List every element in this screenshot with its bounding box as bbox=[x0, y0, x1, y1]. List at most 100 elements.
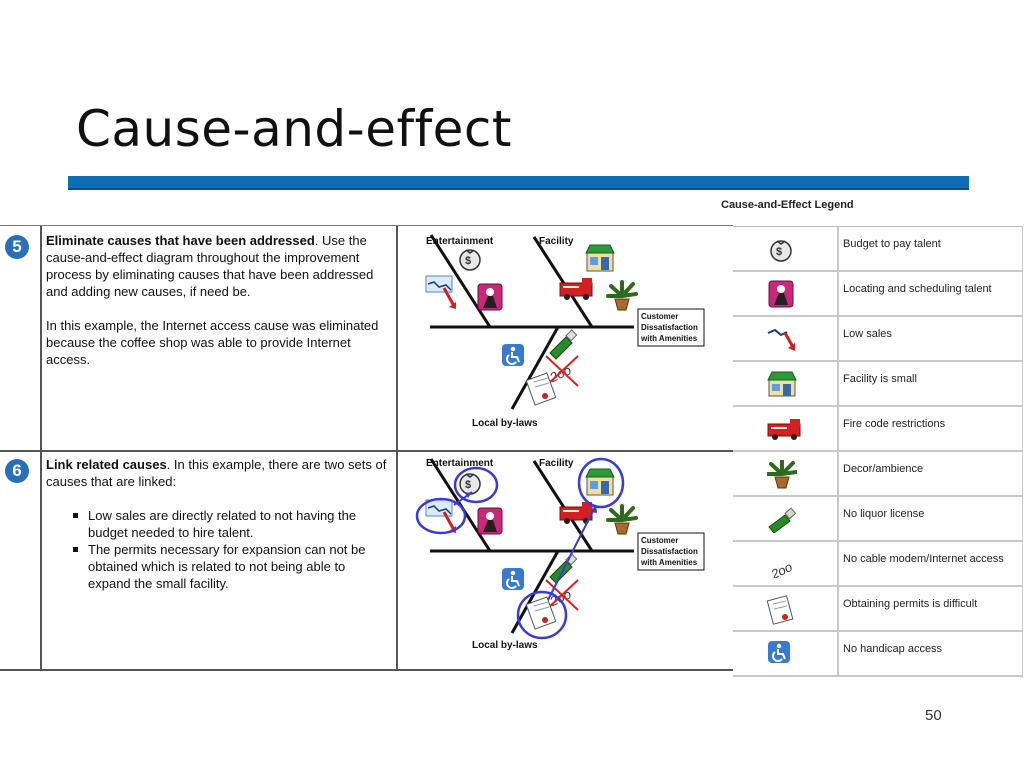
effect-line-3: with Amenities bbox=[640, 558, 698, 567]
declining-chart-icon bbox=[767, 328, 795, 351]
step-description: Link related causes. In this example, th… bbox=[46, 456, 391, 592]
legend-label: Decor/ambience bbox=[843, 463, 924, 475]
fishbone-bone-entertainment bbox=[429, 234, 492, 328]
effect-line-1: Customer bbox=[641, 536, 678, 545]
link-arrow-head bbox=[591, 505, 597, 513]
legend-icon-cell: 2oo bbox=[733, 542, 839, 585]
category-entertainment-label: Entertainment bbox=[426, 458, 494, 469]
wheelchair-icon bbox=[502, 568, 524, 590]
category-local-label: Local by-laws bbox=[472, 418, 538, 429]
step-description: Eliminate causes that have been addresse… bbox=[46, 232, 391, 385]
legend-row: Locating and scheduling talent bbox=[733, 272, 1023, 317]
fishbone-diagram-step-6: Entertainment Facility Local by-laws Cus… bbox=[396, 450, 733, 670]
fishbone-diagram-step-5: Entertainment Facility Local by-laws Cus… bbox=[396, 226, 733, 450]
step-paragraph: In this example, the Internet access cau… bbox=[46, 318, 379, 367]
permit-document-icon bbox=[525, 372, 557, 406]
legend-icon-cell: $ bbox=[733, 227, 839, 270]
fire-truck-icon bbox=[559, 278, 593, 300]
potted-plant-icon bbox=[606, 504, 638, 535]
title-underline-bar bbox=[68, 176, 969, 188]
step-title: Link related causes bbox=[46, 457, 167, 472]
category-local-label: Local by-laws bbox=[472, 640, 538, 651]
step-title-continuation: . Use the cause-and-effect diagram throu… bbox=[46, 233, 374, 299]
legend-label: Locating and scheduling talent bbox=[843, 283, 992, 295]
storefront-icon bbox=[585, 468, 615, 496]
effect-box bbox=[637, 308, 705, 347]
slide-title: Cause-and-effect bbox=[76, 100, 513, 158]
legend-icon-cell bbox=[733, 452, 839, 495]
legend-row: Obtaining permits is difficult bbox=[733, 587, 1023, 632]
step-number-badge: 5 bbox=[5, 235, 29, 259]
legend-row: $ Budget to pay talent bbox=[733, 227, 1023, 272]
page-number: 50 bbox=[925, 707, 942, 724]
potted-plant-icon bbox=[767, 460, 797, 489]
link-circle-low-sales bbox=[415, 497, 467, 535]
legend-row: Low sales bbox=[733, 317, 1023, 362]
list-item: The permits necessary for expansion can … bbox=[73, 541, 391, 592]
permit-document-icon bbox=[525, 596, 557, 630]
money-bag-icon: $ bbox=[770, 240, 792, 262]
legend-icon-cell bbox=[733, 497, 839, 540]
category-facility-label: Facility bbox=[539, 236, 574, 247]
cable-modem-icon: 2oo bbox=[545, 355, 579, 387]
fire-truck-icon bbox=[767, 419, 801, 440]
fishbone-bone-local bbox=[510, 326, 560, 410]
legend-icon-cell bbox=[733, 407, 839, 450]
fishbone-svg: Entertainment Facility Local by-laws Cus… bbox=[425, 234, 705, 429]
legend-label: No handicap access bbox=[843, 643, 943, 655]
legend-row: 2oo No cable modem/Internet access bbox=[733, 542, 1023, 587]
legend-icon-cell bbox=[733, 317, 839, 360]
step-row-5: 5 Eliminate causes that have been addres… bbox=[0, 226, 733, 452]
talent-performer-icon bbox=[768, 280, 794, 308]
legend-label: No liquor license bbox=[843, 508, 925, 520]
step-row-6: 6 Link related causes. In this example, … bbox=[0, 450, 733, 670]
declining-chart-icon bbox=[425, 275, 456, 309]
fishbone-bone-facility bbox=[532, 460, 594, 552]
legend-icon-cell bbox=[733, 272, 839, 315]
step-title: Eliminate causes that have been addresse… bbox=[46, 233, 315, 248]
legend-row: Fire code restrictions bbox=[733, 407, 1023, 452]
legend-row: Facility is small bbox=[733, 362, 1023, 407]
legend-table: $ Budget to pay talent Locating and sche… bbox=[733, 226, 1023, 678]
effect-line-1: Customer bbox=[641, 312, 678, 321]
eliminated-strike-line bbox=[545, 355, 579, 387]
link-circle-permits bbox=[516, 590, 568, 640]
legend-label: Budget to pay talent bbox=[843, 238, 941, 250]
legend-title: Cause-and-Effect Legend bbox=[721, 199, 854, 211]
legend-icon-cell bbox=[733, 362, 839, 405]
link-circle-budget bbox=[453, 466, 499, 504]
svg-text:$: $ bbox=[465, 255, 471, 267]
money-bag-icon: $ bbox=[459, 473, 481, 495]
svg-text:$: $ bbox=[776, 246, 782, 258]
category-entertainment-label: Entertainment bbox=[426, 236, 494, 247]
storefront-icon bbox=[585, 244, 615, 272]
legend-label: Fire code restrictions bbox=[843, 418, 946, 430]
money-bag-icon: $ bbox=[459, 249, 481, 271]
effect-line-3: with Amenities bbox=[640, 334, 698, 343]
title-underline-shadow bbox=[68, 188, 969, 190]
effect-line-2: Dissatisfaction bbox=[641, 323, 698, 332]
fishbone-svg: Entertainment Facility Local by-laws Cus… bbox=[415, 457, 705, 651]
step-text-cell: Eliminate causes that have been addresse… bbox=[40, 226, 398, 450]
eliminated-strike-line bbox=[545, 579, 579, 611]
cable-modem-icon: 2oo bbox=[768, 559, 795, 578]
legend-label: No cable modem/Internet access bbox=[843, 553, 1004, 565]
talent-performer-icon bbox=[477, 507, 503, 535]
legend-icon-cell bbox=[733, 632, 839, 675]
legend-row: Decor/ambience bbox=[733, 452, 1023, 497]
wheelchair-icon bbox=[502, 344, 524, 366]
effect-box bbox=[637, 532, 705, 571]
legend-row: No handicap access bbox=[733, 632, 1023, 677]
storefront-icon bbox=[767, 371, 797, 397]
legend-icon-cell bbox=[733, 587, 839, 630]
legend-row: No liquor license bbox=[733, 497, 1023, 542]
legend-label: Low sales bbox=[843, 328, 892, 340]
link-arrow-head bbox=[465, 492, 472, 498]
declining-chart-icon bbox=[425, 499, 456, 533]
link-circle-facility bbox=[577, 457, 625, 509]
svg-text:$: $ bbox=[465, 479, 471, 491]
effect-line-2: Dissatisfaction bbox=[641, 547, 698, 556]
category-facility-label: Facility bbox=[539, 458, 574, 469]
linked-causes-list: Low sales are directly related to not ha… bbox=[46, 507, 391, 592]
potted-plant-icon bbox=[606, 280, 638, 311]
